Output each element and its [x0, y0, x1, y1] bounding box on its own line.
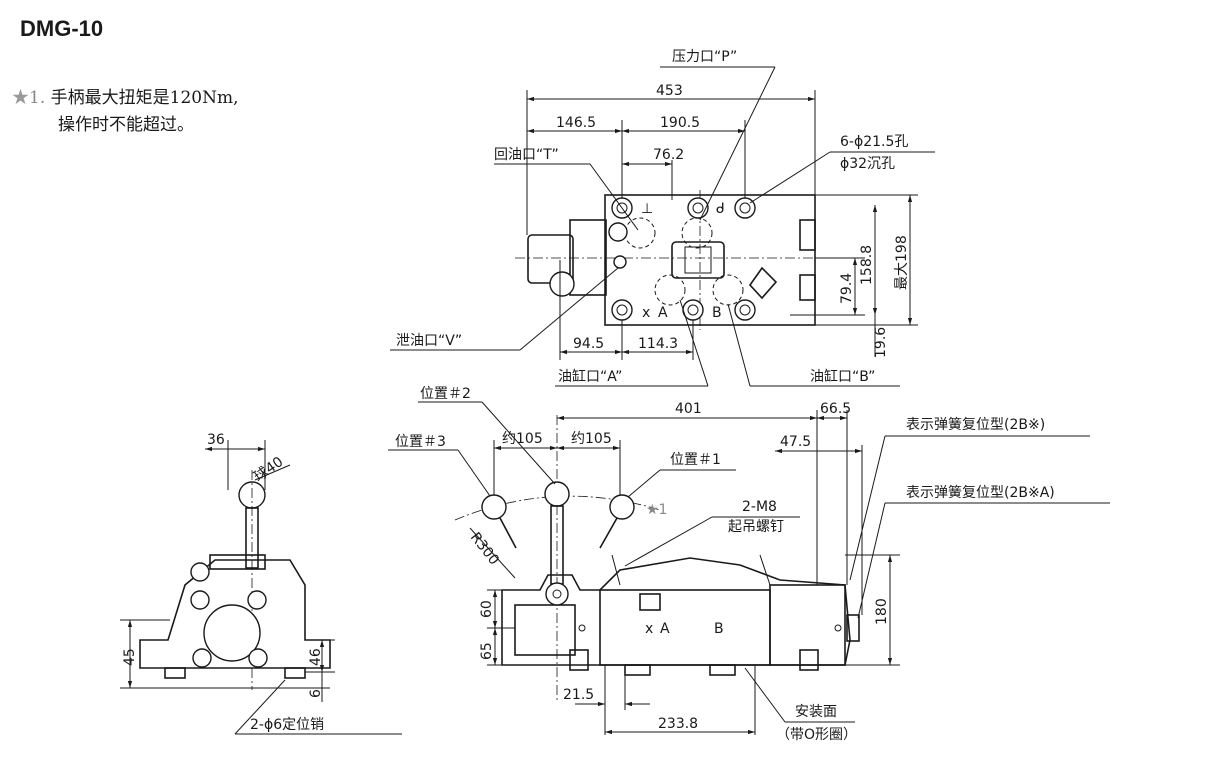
label-spring-2b: 表示弹簧复位型(2B※) — [906, 416, 1045, 433]
front-body — [501, 557, 851, 666]
dim-max198: 最大198 — [894, 235, 910, 290]
front-view: 约105 约105 位置＃2 位置＃3 位置＃1 ★1 R300 — [388, 386, 1110, 743]
dim-21: 21.5 — [563, 687, 594, 703]
label-pressure-port: 压力口“P” — [672, 49, 737, 65]
label-star-ref: ★1 — [646, 502, 667, 518]
front-mark-a: A — [660, 621, 670, 637]
mark-t: ⊥ — [641, 201, 653, 217]
mark-x: x — [642, 305, 650, 321]
note-line-2: 操作时不能超过。 — [12, 112, 239, 139]
label-cyl-b: 油缸口“B” — [810, 368, 875, 385]
front-mark-x: x — [645, 621, 653, 637]
dim-180: 180 — [874, 598, 890, 625]
dim-94: 94.5 — [573, 336, 604, 352]
label-lift-count: 2-M8 — [742, 499, 777, 515]
dim-233: 233.8 — [658, 716, 698, 732]
label-pos1: 位置＃1 — [670, 452, 721, 468]
front-mark-b: B — [714, 621, 724, 637]
dim-ball40: 球40 — [251, 454, 286, 485]
note-index: 1. — [29, 88, 46, 108]
side-view: 36 球40 45 46 6 2-ϕ6定位销 — [120, 432, 402, 735]
dim-79: 79.4 — [839, 273, 855, 304]
dim-146: 146.5 — [556, 115, 596, 131]
label-cyl-a: 油缸口“A” — [558, 368, 622, 385]
note-text-1: 手柄最大扭矩是120Nm, — [50, 88, 239, 108]
label-drain-port: 泄油口“V” — [396, 333, 462, 349]
label-oring: （带O形圈） — [776, 727, 857, 743]
mark-p: ᑯ — [716, 201, 725, 217]
model-title: DMG-10 — [20, 16, 104, 41]
dim-401: 401 — [675, 401, 702, 417]
top-view: 453 146.5 190.5 76.2 ⊥ ᑯ x A — [390, 49, 935, 387]
side-body — [139, 559, 331, 669]
dim-45: 45 — [122, 648, 138, 666]
label-spring-2ba: 表示弹簧复位型(2B※A) — [906, 484, 1055, 501]
label-counterbore: ϕ32沉孔 — [840, 156, 895, 172]
dim-158: 158.8 — [859, 245, 875, 285]
dim-114: 114.3 — [638, 336, 678, 352]
dim-r300: R300 — [467, 530, 502, 569]
dim-6: 6 — [308, 689, 324, 698]
dim-19: 19.6 — [873, 327, 889, 358]
dim-approx-left: 约105 — [502, 431, 543, 447]
valve-body-top — [604, 194, 816, 326]
note-line-1: ★1. 手柄最大扭矩是120Nm, — [12, 85, 239, 112]
label-return-port: 回油口“T” — [494, 147, 559, 163]
label-mount-face: 安装面 — [795, 704, 837, 720]
label-holes: 6-ϕ21.5孔 — [840, 134, 908, 150]
dim-76: 76.2 — [653, 147, 684, 163]
label-dowel: 2-ϕ6定位销 — [250, 717, 324, 733]
star-icon: ★ — [12, 88, 29, 108]
dim-66: 66.5 — [820, 401, 851, 417]
mark-a: A — [658, 305, 668, 321]
label-lift-bolt: 起吊螺钉 — [728, 519, 784, 535]
dim-60: 60 — [479, 600, 495, 618]
label-pos3: 位置＃3 — [395, 434, 446, 450]
dim-190: 190.5 — [660, 115, 700, 131]
dim-36: 36 — [207, 432, 225, 448]
torque-note: ★1. 手柄最大扭矩是120Nm, 操作时不能超过。 — [12, 85, 239, 139]
dim-65: 65 — [479, 642, 495, 660]
dim-46: 46 — [308, 648, 324, 666]
note-text-2: 操作时不能超过。 — [58, 115, 194, 135]
mark-b: B — [712, 305, 722, 321]
dim-overall-453: 453 — [656, 83, 683, 99]
dim-approx-right: 约105 — [571, 431, 612, 447]
dim-47: 47.5 — [780, 434, 811, 450]
label-pos2: 位置＃2 — [420, 386, 471, 402]
